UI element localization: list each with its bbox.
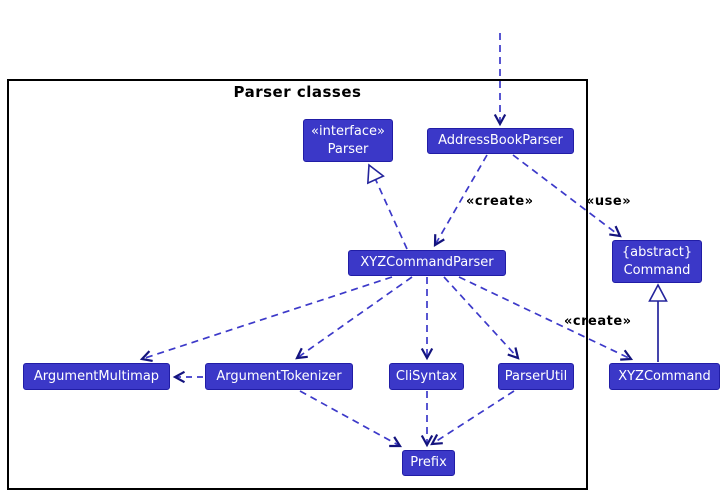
argumenttokenizer-name: ArgumentTokenizer [216,368,342,384]
class-box-addressbookparser: AddressBookParser [427,128,574,154]
command-name: Command [623,262,691,278]
frame-title: Parser classes [233,83,362,101]
parserutil-name: ParserUtil [504,368,568,384]
command-stereotype: {abstract} [621,244,693,260]
edge-xyzcommandparser-create-xyzcommand [458,276,634,361]
clisyntax-name: CliSyntax [395,368,458,384]
class-box-argumentmultimap: ArgumentMultimap [23,363,170,390]
argumentmultimap-name: ArgumentMultimap [33,368,160,384]
prefix-name: Prefix [410,455,447,471]
edge-label-use: «use» [586,194,632,209]
parser-interface-name: Parser [327,141,369,157]
addressbookparser-name: AddressBookParser [438,133,563,149]
edge-xyzcommandparser-to-parserutil [443,276,520,360]
edge-xyzcommandparser-to-argumentmultimap [139,276,393,363]
parser-classes-frame [7,79,588,490]
edge-argumenttokenizer-to-prefix [299,390,403,448]
edge-parserutil-to-prefix [430,390,515,446]
edge-label-create-parser: «create» [466,194,534,209]
class-box-command: {abstract} Command [612,240,702,283]
class-box-xyzcommandparser: XYZCommandParser [348,250,506,276]
edge-addressbookparser-create-xyzcommandparser [433,154,488,247]
xyzcommandparser-name: XYZCommandParser [360,255,494,271]
edge-label-create-command: «create» [564,314,632,329]
class-box-xyzcommand: XYZCommand [609,363,720,390]
edge-addressbookparser-use-command [512,154,622,238]
xyzcommand-name: XYZCommand [618,368,711,384]
class-box-argumenttokenizer: ArgumentTokenizer [205,363,353,390]
class-box-parserutil: ParserUtil [498,363,574,390]
class-box-clisyntax: CliSyntax [389,363,464,390]
class-box-prefix: Prefix [402,450,455,476]
parser-interface-stereotype: «interface» [311,123,385,139]
class-box-parser-interface: «interface» Parser [303,119,393,162]
edge-xyzcommandparser-realizes-parser [366,163,408,250]
